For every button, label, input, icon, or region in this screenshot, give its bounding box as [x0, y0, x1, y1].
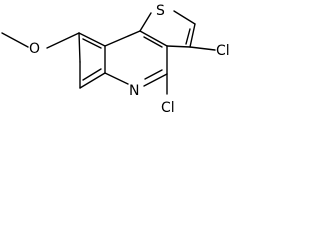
bond-thiophene-3-inner — [185, 28, 191, 45]
chlorine-bottom-label: Cl — [161, 100, 175, 116]
bond-pyridine-1-inner — [143, 36, 163, 48]
bond-thiophene-4 — [166, 45, 191, 48]
molecule-structure: O S N Cl Cl — [1, 3, 230, 116]
bond-benzene-3-inner — [82, 68, 102, 81]
bond-benzene-5 — [78, 32, 81, 63]
bond-chlorine-top — [189, 46, 216, 51]
bond-pyridine-3-inner — [144, 69, 163, 80]
bond-benzene-3 — [79, 72, 106, 89]
bond-thiophene-3 — [189, 23, 196, 48]
bond-pyridine-1 — [139, 30, 168, 47]
bond-benzene-1-inner — [82, 38, 102, 49]
bond-thiophene-1 — [139, 12, 152, 32]
sulfur-label: S — [156, 3, 165, 19]
bond-fusion-top — [104, 30, 141, 47]
bond-fusion-bottom — [104, 72, 129, 85]
oxygen-label: O — [29, 41, 40, 57]
bond-methyl-oxygen — [1, 32, 29, 48]
chlorine-top-label: Cl — [216, 43, 230, 59]
bond-benzene-1 — [78, 32, 106, 47]
bond-oxygen-ring — [46, 32, 80, 49]
bond-pyridine-3 — [143, 73, 168, 87]
bond-thiophene-2 — [173, 10, 196, 25]
nitrogen-label: N — [129, 83, 139, 99]
